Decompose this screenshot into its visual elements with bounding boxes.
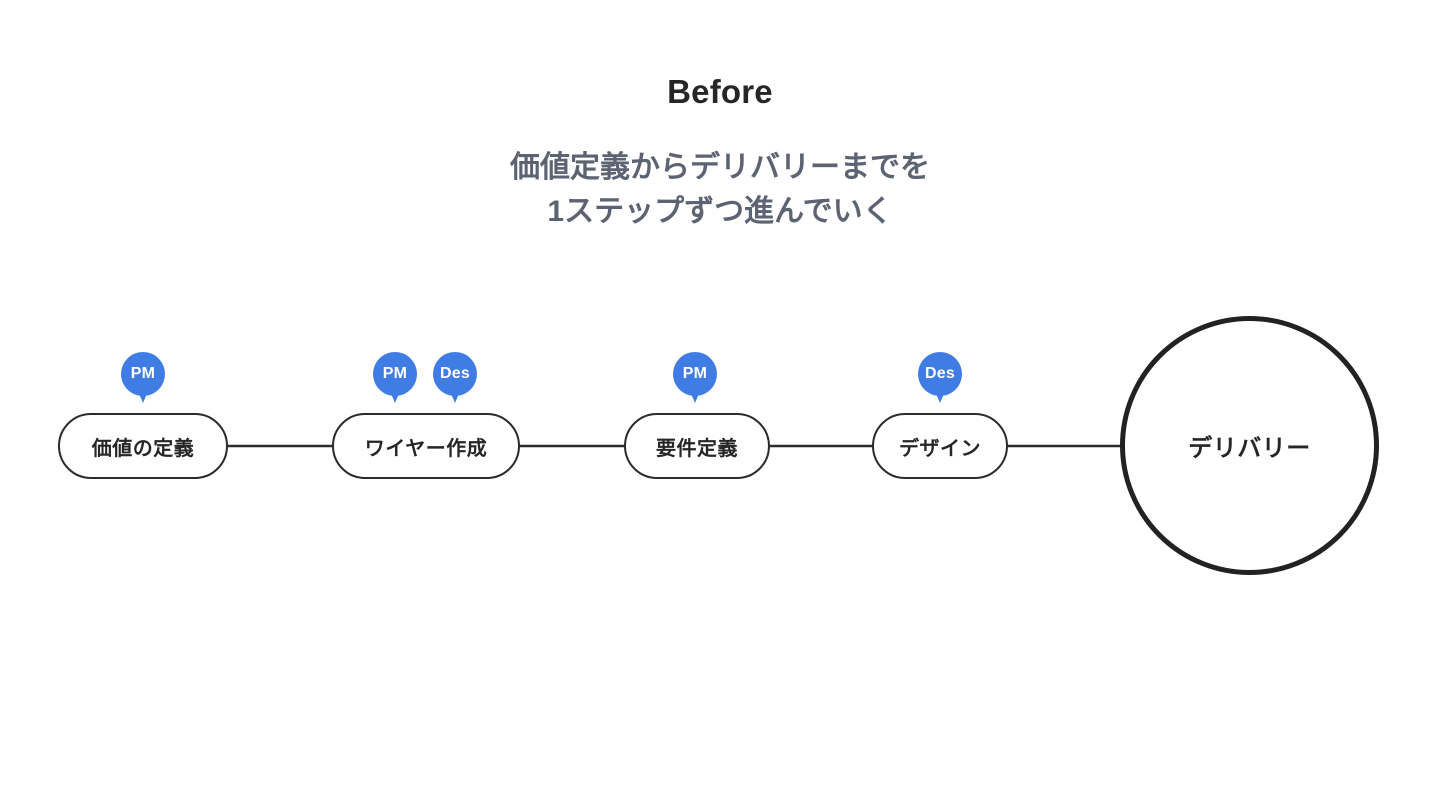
flow-node-label: デザイン xyxy=(899,437,981,460)
flow-node-delivery[interactable]: デリバリー xyxy=(1120,316,1379,575)
role-badge-label: Des xyxy=(925,365,955,382)
role-badge-pm-value-definition[interactable]: PM xyxy=(121,352,165,403)
role-badge-label: PM xyxy=(682,365,708,382)
flow-node-label: デリバリー xyxy=(1188,435,1311,462)
page-subtitle: 価値定義からデリバリーまでを 1ステップずつ進んでいく xyxy=(510,151,930,228)
flow-node-label: 要件定義 xyxy=(656,437,738,460)
role-badge-label: PM xyxy=(130,365,156,382)
flow-node-wireframe[interactable]: ワイヤー作成 xyxy=(332,413,520,479)
role-badge-pm-wireframe[interactable]: PM xyxy=(373,352,417,403)
flow-node-label: 価値の定義 xyxy=(91,437,195,460)
flow-node-requirements[interactable]: 要件定義 xyxy=(624,413,770,479)
role-badge-des-design[interactable]: Des xyxy=(918,352,962,403)
flow-node-design[interactable]: デザイン xyxy=(872,413,1008,479)
badge-bubble: PM xyxy=(373,352,417,396)
badge-bubble: PM xyxy=(121,352,165,396)
badge-bubble: Des xyxy=(918,352,962,396)
badge-bubble: Des xyxy=(433,352,477,396)
role-badge-des-wireframe[interactable]: Des xyxy=(433,352,477,403)
flow-node-label: ワイヤー作成 xyxy=(364,437,488,460)
page-title: Before xyxy=(667,73,773,110)
role-badge-label: PM xyxy=(382,365,408,382)
role-badge-pm-requirements[interactable]: PM xyxy=(673,352,717,403)
role-badge-label: Des xyxy=(440,365,470,382)
flow-node-value-definition[interactable]: 価値の定義 xyxy=(58,413,228,479)
badge-bubble: PM xyxy=(673,352,717,396)
